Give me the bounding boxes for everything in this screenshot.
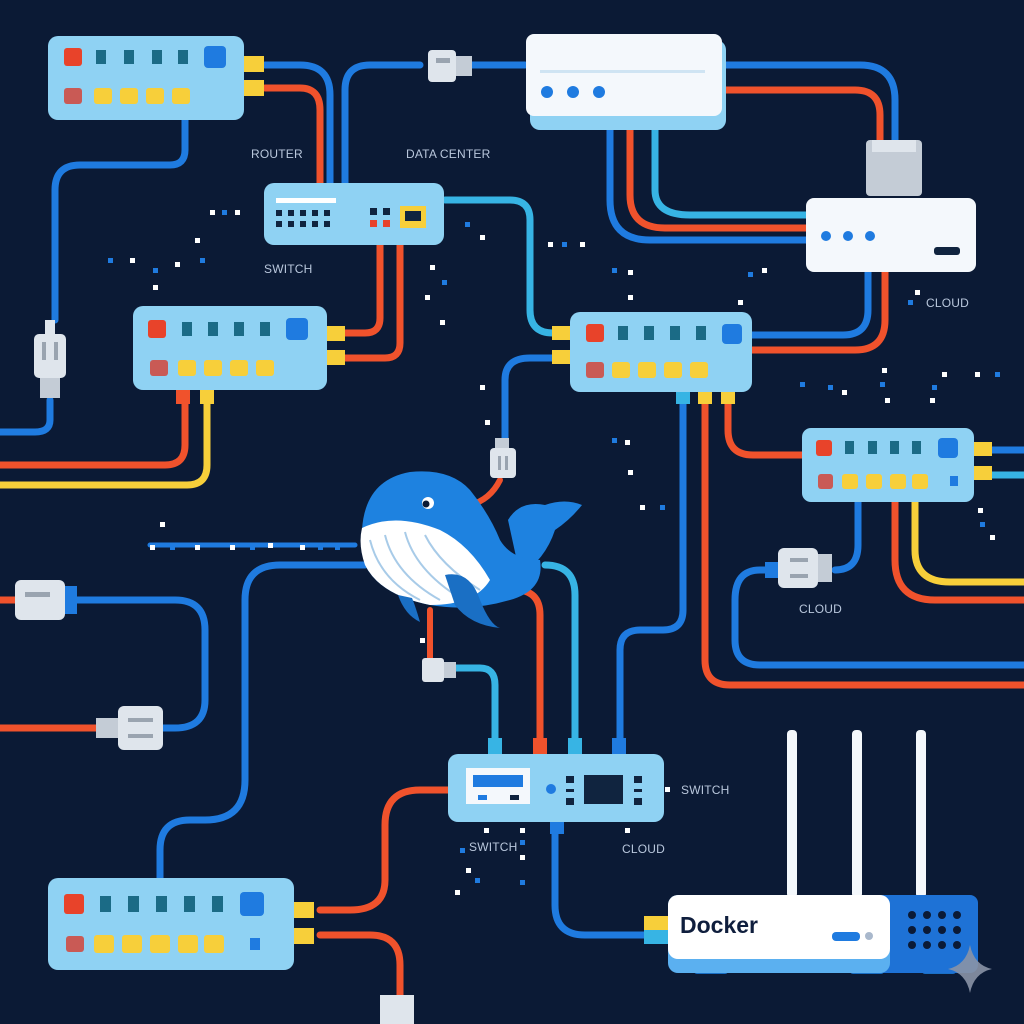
label-data-center: DATA CENTER (406, 147, 491, 161)
label-switch-bottom-left: SWITCH (469, 840, 518, 854)
plug-left (34, 320, 66, 398)
label-cloud-right-top: CLOUD (926, 296, 970, 310)
plug-left-upper (15, 580, 77, 620)
hub-bottom (448, 738, 670, 834)
switch-bottom-left (48, 878, 414, 1024)
switch-mid-left (133, 306, 345, 404)
label-cloud-bottom: CLOUD (622, 842, 666, 856)
plug-top (428, 50, 472, 82)
docker-router (644, 730, 992, 993)
switch-top-left (48, 36, 264, 120)
server-right (806, 140, 976, 272)
data-dots (108, 210, 1000, 895)
label-switch-top: SWITCH (264, 262, 313, 276)
router-center (264, 183, 444, 245)
label-cloud-right-mid: CLOUD (799, 602, 843, 616)
switch-right (802, 428, 992, 502)
label-router: ROUTER (251, 147, 303, 161)
label-switch-bottom-right: SWITCH (681, 783, 730, 797)
plug-left-lower (96, 706, 163, 750)
docker-brand-label: Docker (680, 912, 758, 938)
cables (0, 61, 1024, 1004)
switch-center (552, 312, 752, 404)
whale-mascot (360, 471, 582, 628)
server-top (526, 34, 726, 130)
plug-small-left (422, 658, 456, 682)
plug-small-top (490, 438, 516, 478)
plug-right (765, 548, 832, 588)
